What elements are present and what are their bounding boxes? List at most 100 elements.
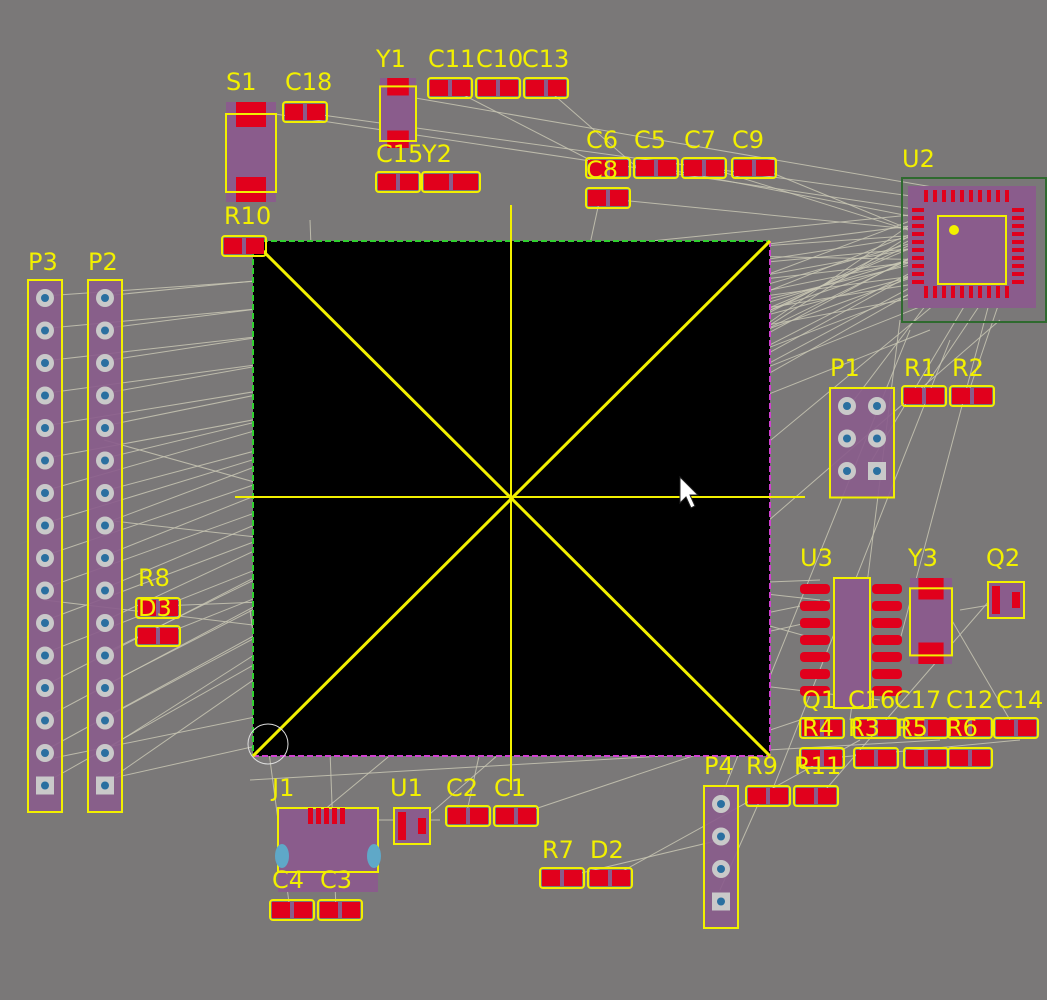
component-r4[interactable]: R4 (799, 714, 845, 769)
pad (1005, 286, 1009, 298)
refdes-r7: R7 (542, 836, 574, 864)
pad (912, 272, 924, 276)
component-r7[interactable]: R7 (539, 836, 585, 889)
component-r3[interactable]: R3 (848, 714, 899, 769)
silkscreen-outline (379, 85, 417, 142)
silkscreen-outline (427, 77, 473, 99)
ratsnest-line (659, 167, 931, 221)
component-c4[interactable]: C4 (269, 866, 315, 921)
drill-hole (873, 434, 881, 443)
refdes-c18: C18 (285, 68, 332, 96)
component-s1[interactable]: S1 (225, 68, 277, 202)
silkscreen-outline (949, 385, 995, 407)
component-r11[interactable]: R11 (793, 752, 841, 807)
component-c14[interactable]: C14 (993, 686, 1043, 739)
board-outline[interactable] (235, 205, 805, 790)
silkscreen-outline (703, 785, 739, 929)
pad (996, 286, 1000, 298)
silkscreen-outline (475, 77, 521, 99)
component-r8[interactable]: R8 (135, 564, 181, 619)
component-c6[interactable]: C6 (585, 126, 631, 179)
component-u1[interactable]: U1 (390, 774, 431, 845)
drill-hole (41, 391, 49, 400)
drill-hole (101, 586, 109, 595)
component-c17[interactable]: C17 (894, 686, 949, 739)
drill-hole (873, 467, 881, 475)
component-p3[interactable]: P3 (27, 248, 63, 813)
refdes-c10: C10 (476, 45, 523, 73)
drill-hole (717, 897, 725, 906)
silkscreen-outline (799, 747, 845, 769)
refdes-r3: R3 (848, 714, 880, 742)
component-d2[interactable]: D2 (587, 836, 633, 889)
drill-hole (101, 619, 109, 627)
component-c15[interactable]: C15 (375, 140, 423, 193)
refdes-c14: C14 (996, 686, 1043, 714)
component-c18[interactable]: C18 (282, 68, 332, 123)
component-p2[interactable]: P2 (87, 248, 123, 813)
component-r5[interactable]: R5 (896, 714, 949, 769)
component-y1[interactable]: Y1 (375, 45, 417, 148)
component-p4[interactable]: P4 (703, 752, 739, 929)
pad (1012, 208, 1024, 212)
silkscreen-outline (135, 625, 181, 647)
silkscreen-outline (375, 171, 421, 193)
drill-hole (41, 456, 49, 465)
component-r2[interactable]: R2 (949, 354, 995, 407)
drill-hole (101, 554, 109, 562)
silkscreen-outline (829, 387, 895, 499)
component-q2[interactable]: Q2 (986, 544, 1025, 619)
component-p1[interactable]: P1 (829, 354, 895, 499)
drill-hole (101, 521, 109, 530)
component-c12[interactable]: C12 (946, 686, 993, 739)
component-y2[interactable]: Y2 (421, 140, 481, 193)
pad (1012, 232, 1024, 236)
component-r9[interactable]: R9 (745, 752, 791, 807)
component-c10[interactable]: C10 (475, 45, 523, 99)
pad (340, 808, 345, 824)
pad (800, 601, 830, 611)
component-c13[interactable]: C13 (522, 45, 569, 99)
drill-hole (41, 619, 49, 627)
component-r1[interactable]: R1 (901, 354, 947, 407)
refdes-c15: C15 (376, 140, 423, 168)
component-d3[interactable]: D3 (135, 594, 181, 647)
pad (872, 635, 902, 645)
silkscreen-outline (633, 157, 679, 179)
drill-hole (101, 326, 109, 335)
component-r10[interactable]: R10 (221, 202, 271, 257)
component-u2[interactable]: U2 (901, 145, 1047, 323)
component-c11[interactable]: C11 (427, 45, 475, 99)
component-c3[interactable]: C3 (317, 866, 363, 921)
pad (969, 190, 973, 202)
drill-hole (101, 424, 109, 432)
component-r6[interactable]: R6 (946, 714, 993, 769)
silkscreen-outline (745, 785, 791, 807)
component-c1[interactable]: C1 (493, 774, 539, 827)
pad (933, 190, 937, 202)
pad (398, 812, 406, 840)
component-c5[interactable]: C5 (633, 126, 679, 179)
refdes-u1: U1 (390, 774, 423, 802)
drill-hole (41, 424, 49, 432)
component-u3[interactable]: U3 (800, 544, 902, 709)
silkscreen-outline (909, 587, 953, 657)
component-c9[interactable]: C9 (731, 126, 777, 179)
component-c8[interactable]: C8 (585, 156, 631, 209)
component-c7[interactable]: C7 (681, 126, 727, 179)
drill-hole (101, 684, 109, 692)
drill-hole (717, 800, 725, 808)
refdes-r4: R4 (802, 714, 834, 742)
component-y3[interactable]: Y3 (907, 544, 953, 664)
drill-hole (41, 489, 49, 497)
pad (960, 190, 964, 202)
pad (912, 208, 924, 212)
component-j1[interactable]: J1 (270, 774, 381, 892)
component-c16[interactable]: C16 (848, 686, 899, 739)
silkscreen-outline (493, 805, 539, 827)
component-c2[interactable]: C2 (445, 774, 491, 827)
pad (332, 808, 337, 824)
component-q1[interactable]: Q1 (799, 686, 845, 739)
